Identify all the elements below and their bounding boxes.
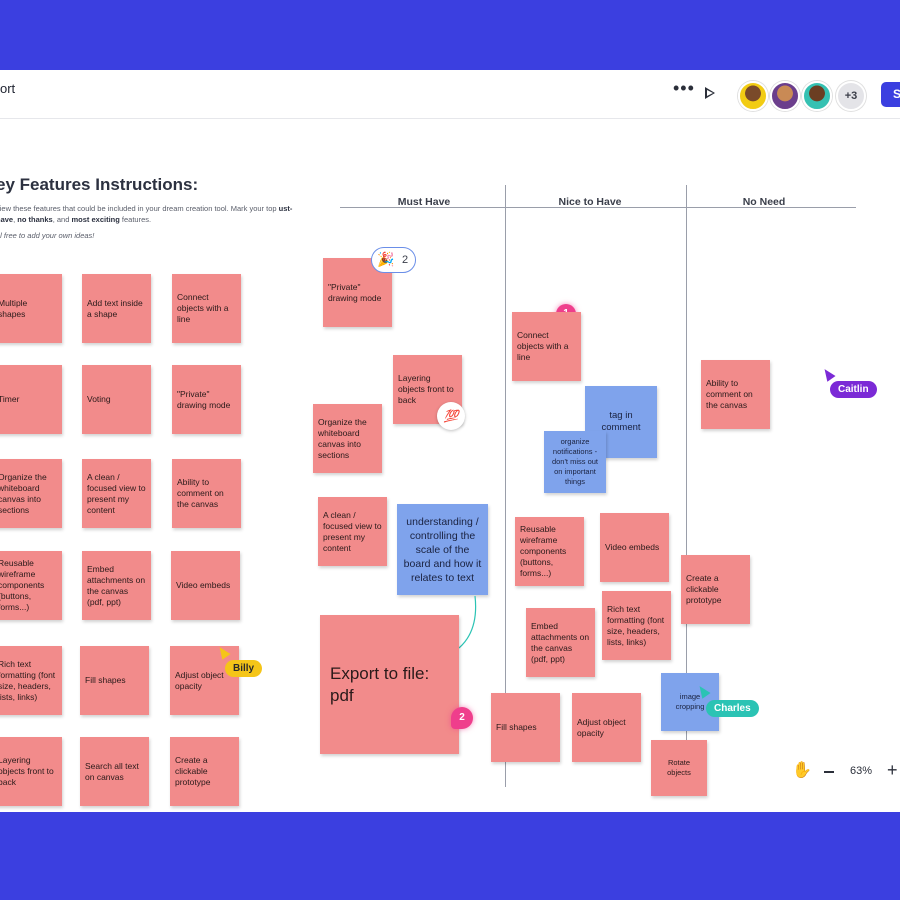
present-play-icon[interactable] [705, 87, 715, 99]
connector-line [458, 595, 477, 649]
board-title[interactable]: ort [0, 81, 16, 96]
top-bar: ort ••• +3 S [0, 70, 900, 119]
more-options-icon[interactable]: ••• [673, 78, 695, 98]
cursor-label-billy: Billy [225, 660, 263, 677]
palette-note[interactable]: Rich text formatting (font size, headers… [0, 646, 62, 715]
cursor-label-caitlin: Caitlin [830, 381, 877, 398]
must-have-note[interactable]: A clean / focused view to present my con… [318, 497, 387, 566]
palette-note[interactable]: Voting [82, 365, 151, 434]
palette-note[interactable]: Reusable wireframe components (buttons, … [0, 551, 62, 620]
nice-to-have-note[interactable]: Embed attachments on the canvas (pdf, pp… [526, 608, 595, 677]
palette-note[interactable]: Embed attachments on the canvas (pdf, pp… [82, 551, 151, 620]
instructions-title: ey Features Instructions: [0, 175, 199, 194]
no-need-note[interactable]: Ability to comment on the canvas [701, 360, 770, 429]
column-header-must-have: Must Have [397, 196, 451, 208]
party-popper-icon: 🎉 [377, 251, 395, 267]
palette-note[interactable]: Connect objects with a line [172, 274, 241, 343]
nice-to-have-note[interactable]: Adjust object opacity [572, 693, 641, 762]
must-have-note[interactable]: Organize the whiteboard canvas into sect… [313, 404, 382, 473]
palette-note[interactable]: Multiple shapes [0, 274, 62, 343]
palette-note[interactable]: Add text inside a shape [82, 274, 151, 343]
cursor-label-charles: Charles [706, 700, 759, 717]
palette-note[interactable]: Adjust object opacity [170, 646, 239, 715]
palette-note[interactable]: Create a clickable prototype [170, 737, 239, 806]
instructions-hint: el free to add your own ideas! [0, 231, 95, 240]
palette-note[interactable]: Layering objects front to back [0, 737, 62, 806]
palette-note[interactable]: Fill shapes [80, 646, 149, 715]
nice-to-have-note[interactable]: organize notifications - don't miss out … [544, 431, 606, 493]
column-header-no-need: No Need [742, 196, 786, 208]
comment-badge[interactable]: 2 [451, 707, 473, 729]
nice-to-have-note[interactable]: Connect objects with a line [512, 312, 581, 381]
palette-note[interactable]: Video embeds [171, 551, 240, 620]
palette-note[interactable]: Search all text on canvas [80, 737, 149, 806]
column-divider [686, 185, 687, 787]
nice-to-have-note[interactable]: Video embeds [600, 513, 669, 582]
whiteboard-canvas[interactable]: ey Features Instructions: view these fea… [0, 119, 900, 812]
reaction-count: 2 [402, 254, 409, 266]
nice-to-have-note[interactable]: Reusable wireframe components (buttons, … [515, 517, 584, 586]
hand-icon[interactable]: ✋ [792, 762, 812, 779]
instructions-text: view these features that could be includ… [0, 204, 293, 224]
no-need-note[interactable]: Rotate objects [651, 740, 707, 796]
must-have-note[interactable]: Export to file: pdf [320, 615, 459, 754]
palette-note[interactable]: "Private" drawing mode [172, 365, 241, 434]
party-reaction-badge[interactable]: 🎉 2 [371, 247, 416, 273]
app-window: ort ••• +3 S ey Features Instructions: v… [0, 70, 900, 812]
avatar[interactable] [738, 81, 768, 111]
zoom-controls: ✋ 63% + [790, 760, 900, 784]
nice-to-have-note[interactable]: Rich text formatting (font size, headers… [602, 591, 671, 660]
palette-note[interactable]: Organize the whiteboard canvas into sect… [0, 459, 62, 528]
zoom-out-icon[interactable] [824, 771, 834, 773]
column-divider [505, 185, 506, 787]
palette-note[interactable]: Timer [0, 365, 62, 434]
nice-to-have-note[interactable]: Fill shapes [491, 693, 560, 762]
hundred-points-icon[interactable]: 💯 [437, 402, 465, 430]
palette-note[interactable]: A clean / focused view to present my con… [82, 459, 151, 528]
column-header-nice-to-have: Nice to Have [558, 196, 622, 208]
zoom-level: 63% [850, 765, 873, 777]
avatar[interactable] [770, 81, 800, 111]
zoom-in-icon[interactable]: + [887, 760, 898, 780]
no-need-note[interactable]: Create a clickable prototype [681, 555, 750, 624]
column-header-divider [340, 207, 856, 208]
avatar[interactable] [802, 81, 832, 111]
palette-note[interactable]: Ability to comment on the canvas [172, 459, 241, 528]
cursor-arrow-icon [820, 366, 836, 382]
must-have-note[interactable]: understanding / controlling the scale of… [397, 504, 488, 595]
more-collaborators-badge[interactable]: +3 [836, 81, 866, 111]
share-button[interactable]: S [881, 82, 900, 107]
